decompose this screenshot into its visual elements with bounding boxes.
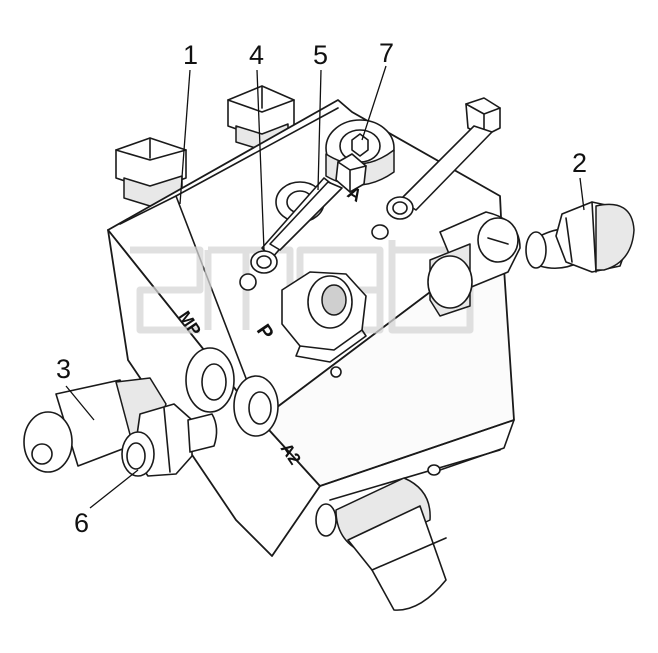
top-middle-plug [227,85,295,151]
leader-1 [179,69,191,205]
callout-5: 5 [313,40,328,70]
small-port-left [239,273,257,291]
callout-2: 2 [572,148,587,178]
nut-7 [325,119,395,186]
bolt-5 [269,153,367,251]
leader-6 [89,469,139,509]
callout-3: 3 [56,354,71,384]
callout-4: 4 [249,40,264,70]
long-bolt-right [386,97,501,220]
leader-7 [361,65,387,141]
leader-5 [317,69,322,191]
small-port-p [330,366,342,378]
leader-3 [65,385,95,421]
fitting-2 [525,201,635,273]
fitting-6 [121,403,218,477]
callout-6: 6 [74,508,89,538]
callout-7: 7 [379,38,394,68]
leader-lines [65,65,585,509]
small-port-top [371,224,389,240]
port-mp-opening [185,347,235,413]
bottom-fitting [315,464,447,611]
callout-1: 1 [183,40,198,70]
port-p-fitting [281,271,367,363]
port-a2-opening [233,375,279,437]
leader-2 [579,177,585,211]
leader-4 [256,69,265,251]
right-block-fitting [427,211,521,317]
